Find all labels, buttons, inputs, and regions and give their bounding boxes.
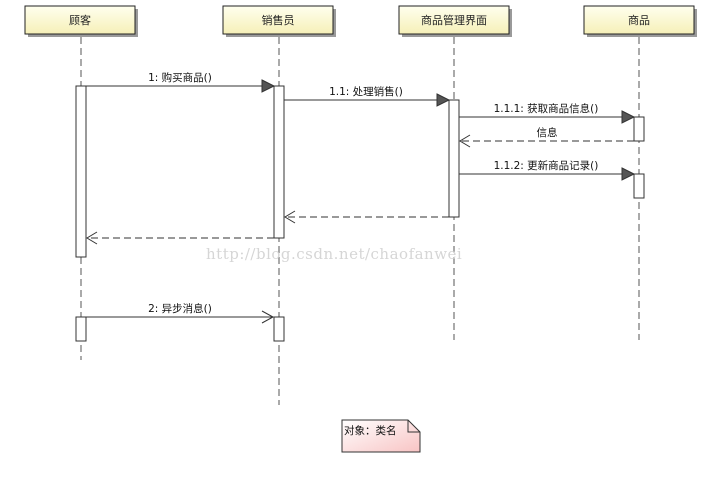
message-1-1-arrow[interactable] <box>284 93 451 107</box>
note-text: 对象：类名 <box>344 424 397 437</box>
message-1-1-1-arrow[interactable] <box>459 110 636 124</box>
lifeline-header-product-ui[interactable]: 商品管理界面 <box>398 5 512 37</box>
return-to-customer-arrow[interactable] <box>86 231 274 245</box>
return-to-salesperson-arrow[interactable] <box>284 210 449 224</box>
activation-product-1[interactable] <box>633 116 645 142</box>
message-1-label: 1: 购买商品() <box>148 71 212 84</box>
lifeline-header-salesperson[interactable]: 销售员 <box>222 5 336 37</box>
message-1-1-1-label: 1.1.1: 获取商品信息() <box>494 102 599 115</box>
message-1-arrow[interactable] <box>86 79 276 93</box>
message-2-label: 2: 异步消息() <box>148 302 212 315</box>
lifeline-label-product-ui: 商品管理界面 <box>421 13 487 27</box>
return-info-arrow[interactable] <box>459 134 634 148</box>
lifeline-label-customer: 顾客 <box>69 13 91 27</box>
message-1-1-2-arrow[interactable] <box>459 167 636 181</box>
message-2-arrow[interactable] <box>86 310 275 324</box>
message-1-1-2-label: 1.1.2: 更新商品记录() <box>494 159 599 172</box>
note-box[interactable]: 对象：类名 <box>341 419 421 453</box>
lifeline-label-salesperson: 销售员 <box>262 13 295 27</box>
activation-salesperson-2[interactable] <box>273 316 285 342</box>
watermark-text: http://blog.csdn.net/chaofanwei <box>206 245 462 263</box>
activation-product-2[interactable] <box>633 173 645 199</box>
lifeline-header-product[interactable]: 商品 <box>583 5 697 37</box>
message-1-1-label: 1.1: 处理销售() <box>329 85 403 98</box>
lifeline-header-customer[interactable]: 顾客 <box>24 5 138 37</box>
activation-customer-2[interactable] <box>75 316 87 342</box>
activation-salesperson-1[interactable] <box>273 85 285 239</box>
return-info-label: 信息 <box>537 126 558 139</box>
activation-product-ui-1[interactable] <box>448 99 460 218</box>
activation-customer-1[interactable] <box>75 85 87 258</box>
lifeline-label-product: 商品 <box>628 13 650 27</box>
